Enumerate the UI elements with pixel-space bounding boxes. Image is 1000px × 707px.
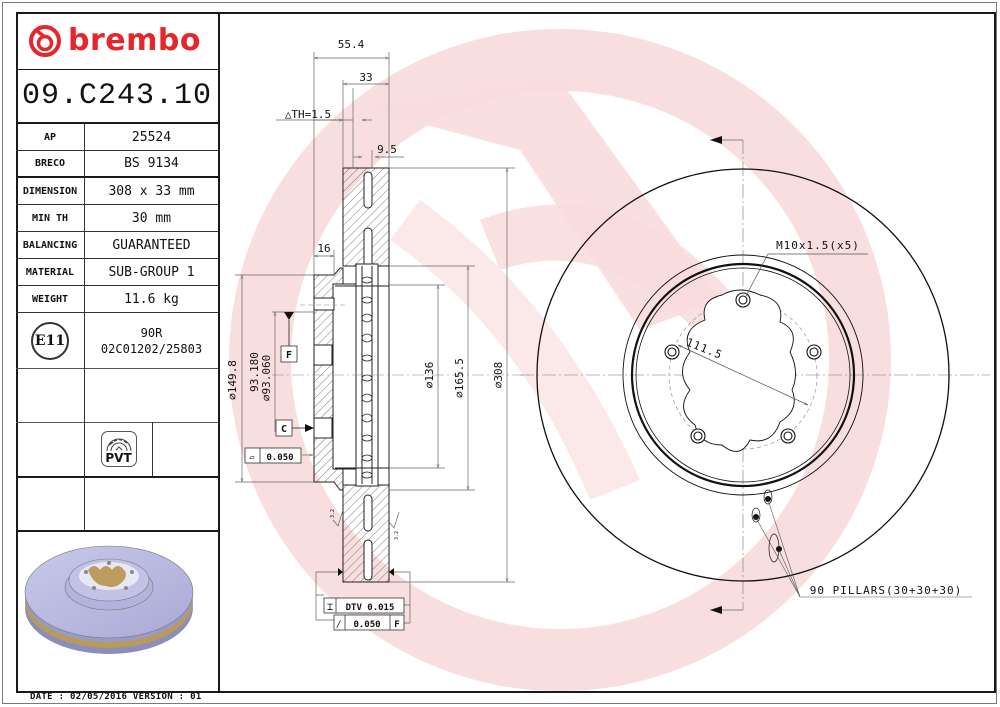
spec-key: BALANCING bbox=[16, 232, 85, 258]
spec-table: AP 25524 BRECO BS 9134 DIMENSION 308 x 3… bbox=[16, 124, 218, 313]
spec-value: 11.6 kg bbox=[124, 291, 179, 307]
title-block: brembo 09.C243.10 AP 25524 BRECO BS 9134… bbox=[16, 12, 220, 693]
spec-row-min-th: MIN TH 30 mm bbox=[16, 205, 218, 232]
pvt-label: PVT bbox=[105, 451, 132, 465]
spec-row-breco: BRECO BS 9134 bbox=[16, 151, 218, 178]
pvt-row: PVT bbox=[16, 422, 218, 478]
spec-key: WEIGHT bbox=[16, 286, 85, 312]
drawing-frame bbox=[16, 12, 996, 693]
spec-row-dimension: DIMENSION 308 x 33 mm bbox=[16, 178, 218, 205]
spec-value: 25524 bbox=[131, 129, 172, 145]
spec-key: AP bbox=[16, 124, 85, 150]
spec-row-ap: AP 25524 bbox=[16, 124, 218, 151]
spec-value: SUB-GROUP 1 bbox=[108, 264, 195, 280]
date-version: DATE : 02/05/2016 VERSION : 01 bbox=[30, 692, 202, 702]
cert-number: 02C01202/25803 bbox=[100, 341, 203, 356]
e11-approval-icon: E11 bbox=[31, 321, 69, 360]
brand-logo: brembo bbox=[16, 12, 218, 70]
part-number: 09.C243.10 bbox=[21, 79, 213, 113]
cert-regulation: 90R bbox=[140, 325, 163, 340]
spec-key: BRECO bbox=[16, 151, 85, 176]
spec-row-balancing: BALANCING GUARANTEED bbox=[16, 232, 218, 259]
spec-value: 30 mm bbox=[131, 210, 172, 226]
brembo-logo-icon bbox=[29, 24, 61, 57]
spec-key: MATERIAL bbox=[16, 259, 85, 285]
spec-key: DIMENSION bbox=[16, 178, 85, 204]
spec-value: 308 x 33 mm bbox=[108, 183, 195, 199]
part-number-row: 09.C243.10 bbox=[16, 70, 218, 124]
pvt-disc-icon bbox=[106, 438, 131, 452]
blank-row bbox=[16, 368, 218, 423]
spec-row-weight: WEIGHT 11.6 kg bbox=[16, 286, 218, 313]
disc-3d-render bbox=[16, 530, 218, 693]
blank-row-2 bbox=[16, 476, 218, 532]
spec-key: MIN TH bbox=[16, 205, 85, 231]
pvt-badge: PVT bbox=[100, 431, 137, 467]
spec-value: GUARANTEED bbox=[112, 237, 191, 253]
spec-row-material: MATERIAL SUB-GROUP 1 bbox=[16, 259, 218, 286]
brand-name: brembo bbox=[68, 23, 201, 58]
disc-3d-icon bbox=[24, 545, 194, 654]
spec-value: BS 9134 bbox=[124, 156, 179, 171]
certification-row: E11 90R 02C01202/25803 bbox=[16, 313, 218, 369]
